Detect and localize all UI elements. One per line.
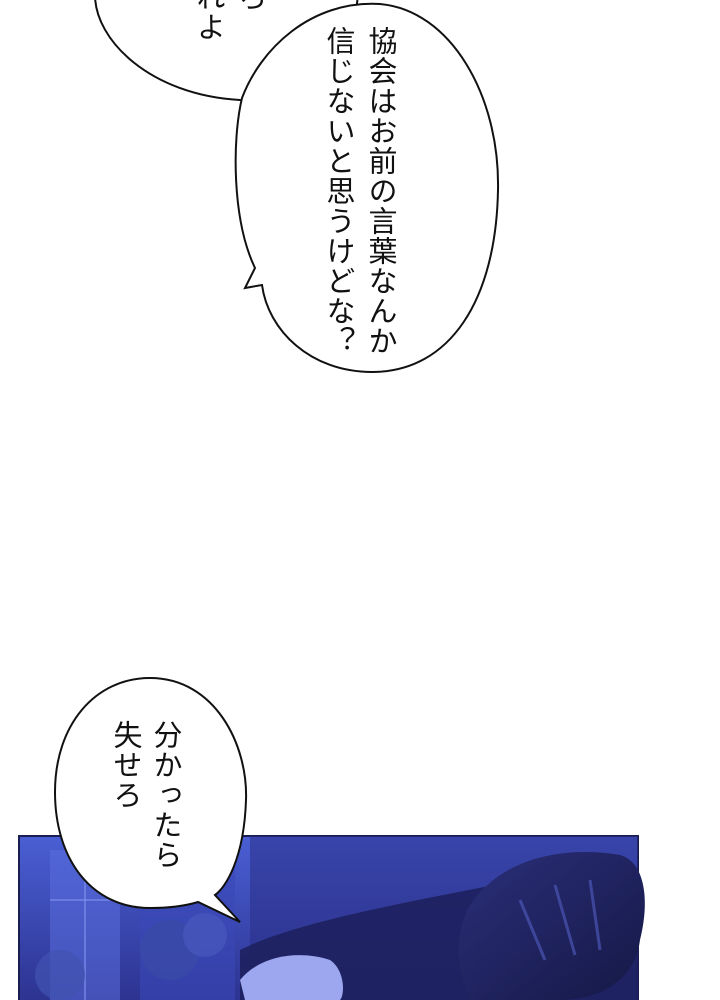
dialogue-line: 分かったら bbox=[149, 720, 183, 870]
speech-bubble-top-partial-text: ろれよ bbox=[188, 0, 272, 42]
dialogue-line: れよ bbox=[192, 0, 226, 42]
speech-bubble-bottom bbox=[53, 676, 248, 923]
dialogue-line: 協会はお前の言葉なんか bbox=[364, 26, 398, 356]
speech-bubble-main-text: 協会はお前の言葉なんか信じないと思うけどな？ bbox=[318, 26, 402, 356]
dialogue-line: 信じないと思うけどな？ bbox=[322, 26, 356, 356]
dialogue-line: ろ bbox=[230, 0, 272, 42]
dialogue-line: 失せろ bbox=[109, 720, 143, 810]
speech-bubble-bottom-text: 分かったら失せろ bbox=[106, 720, 186, 870]
speech-bubble-main bbox=[234, 2, 500, 374]
character-hair bbox=[458, 852, 645, 1000]
